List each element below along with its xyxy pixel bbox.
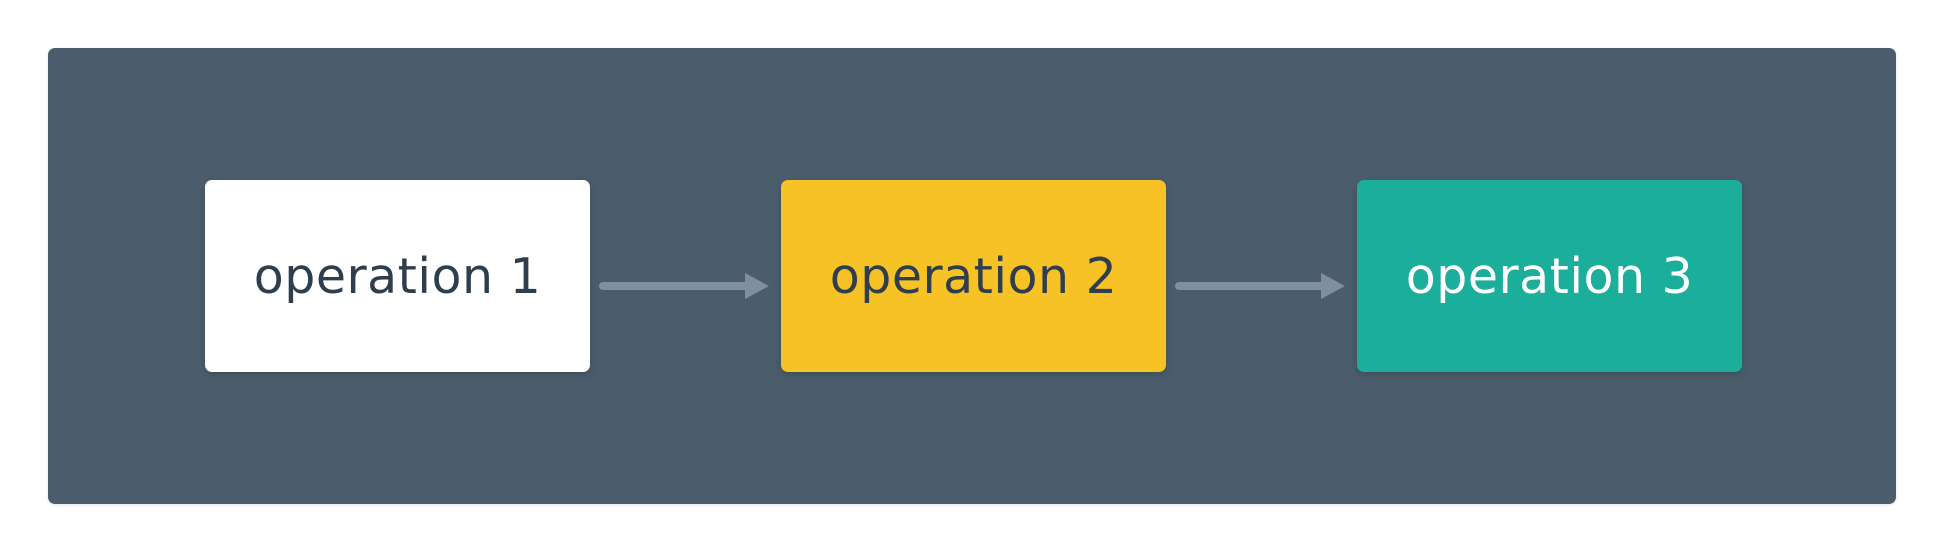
operation-3-box: operation 3 bbox=[1357, 180, 1742, 372]
diagram-panel: operation 1 operation 2 operation 3 bbox=[48, 48, 1896, 504]
arrow-operation-1-to-2-icon bbox=[599, 273, 769, 299]
operation-2-label: operation 2 bbox=[829, 247, 1118, 305]
operation-2-box: operation 2 bbox=[781, 180, 1166, 372]
arrow-operation-2-to-3-icon bbox=[1175, 273, 1345, 299]
operation-3-label: operation 3 bbox=[1405, 247, 1694, 305]
operation-1-label: operation 1 bbox=[253, 247, 542, 305]
operation-1-box: operation 1 bbox=[205, 180, 590, 372]
